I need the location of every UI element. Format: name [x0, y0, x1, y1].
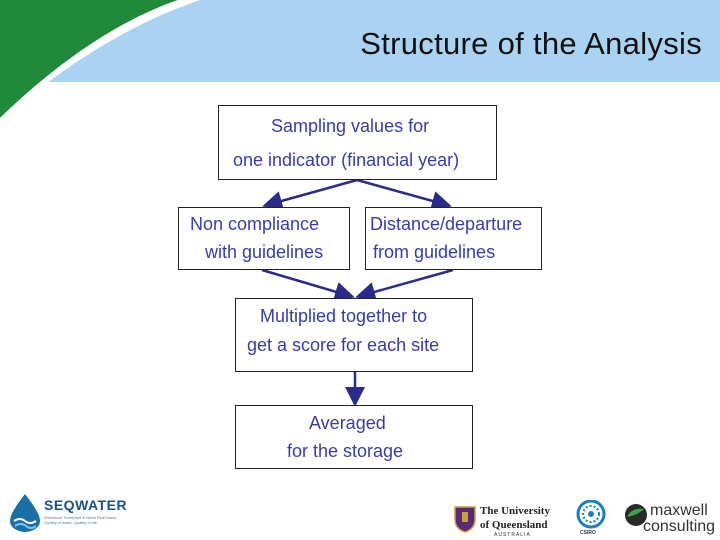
- uq-line1: The University: [480, 505, 550, 517]
- box-averaged-line1: Averaged: [309, 413, 386, 433]
- maxwell-line2: consulting: [643, 518, 716, 535]
- box-averaged-line2: for the storage: [287, 441, 404, 461]
- page-title: Structure of the Analysis: [360, 26, 702, 61]
- box-sampling-line2: one indicator (financial year): [233, 150, 460, 170]
- box-multiplied-line2: get a score for each site: [247, 335, 440, 355]
- box-noncompliance: Non compliance with guidelines: [178, 207, 350, 270]
- seqwater-tagline: Quality of water. Quality of life.: [44, 520, 99, 525]
- arrow-from-distance: [355, 268, 454, 302]
- arrow-from-noncompliance: [261, 268, 355, 302]
- csiro-name: CSIRO: [580, 530, 596, 536]
- maxwell-line1: maxwell: [650, 502, 708, 519]
- box-noncompliance-line1: Non compliance: [190, 214, 320, 234]
- box-sampling: Sampling values for one indicator (finan…: [218, 105, 497, 180]
- csiro-logo-icon: [576, 500, 606, 529]
- seqwater-subtitle: Wivenhoe, Somerset & North Pine Dams: [44, 515, 117, 520]
- box-multiplied: Multiplied together to get a score for e…: [235, 298, 473, 372]
- uq-crest-icon: [454, 506, 476, 533]
- seqwater-logo-icon: [10, 494, 40, 532]
- header-banner: [0, 0, 720, 120]
- box-distance: Distance/departure from guidelines: [365, 207, 542, 270]
- uq-line3: AUSTRALIA: [494, 532, 531, 538]
- box-noncompliance-line2: with guidelines: [205, 242, 324, 262]
- box-sampling-line1: Sampling values for: [271, 116, 430, 136]
- uq-line2: of Queensland: [480, 519, 548, 531]
- arrow-to-distance: [356, 178, 452, 211]
- seqwater-name: SEQWATER: [44, 497, 128, 513]
- maxwell-logo-icon: [625, 504, 647, 526]
- box-averaged: Averaged for the storage: [235, 405, 473, 469]
- arrow-to-noncompliance: [262, 178, 358, 211]
- green-swoosh: [0, 0, 178, 118]
- box-distance-line1: Distance/departure: [370, 214, 523, 234]
- box-distance-line2: from guidelines: [373, 242, 496, 262]
- box-multiplied-line1: Multiplied together to: [260, 306, 428, 326]
